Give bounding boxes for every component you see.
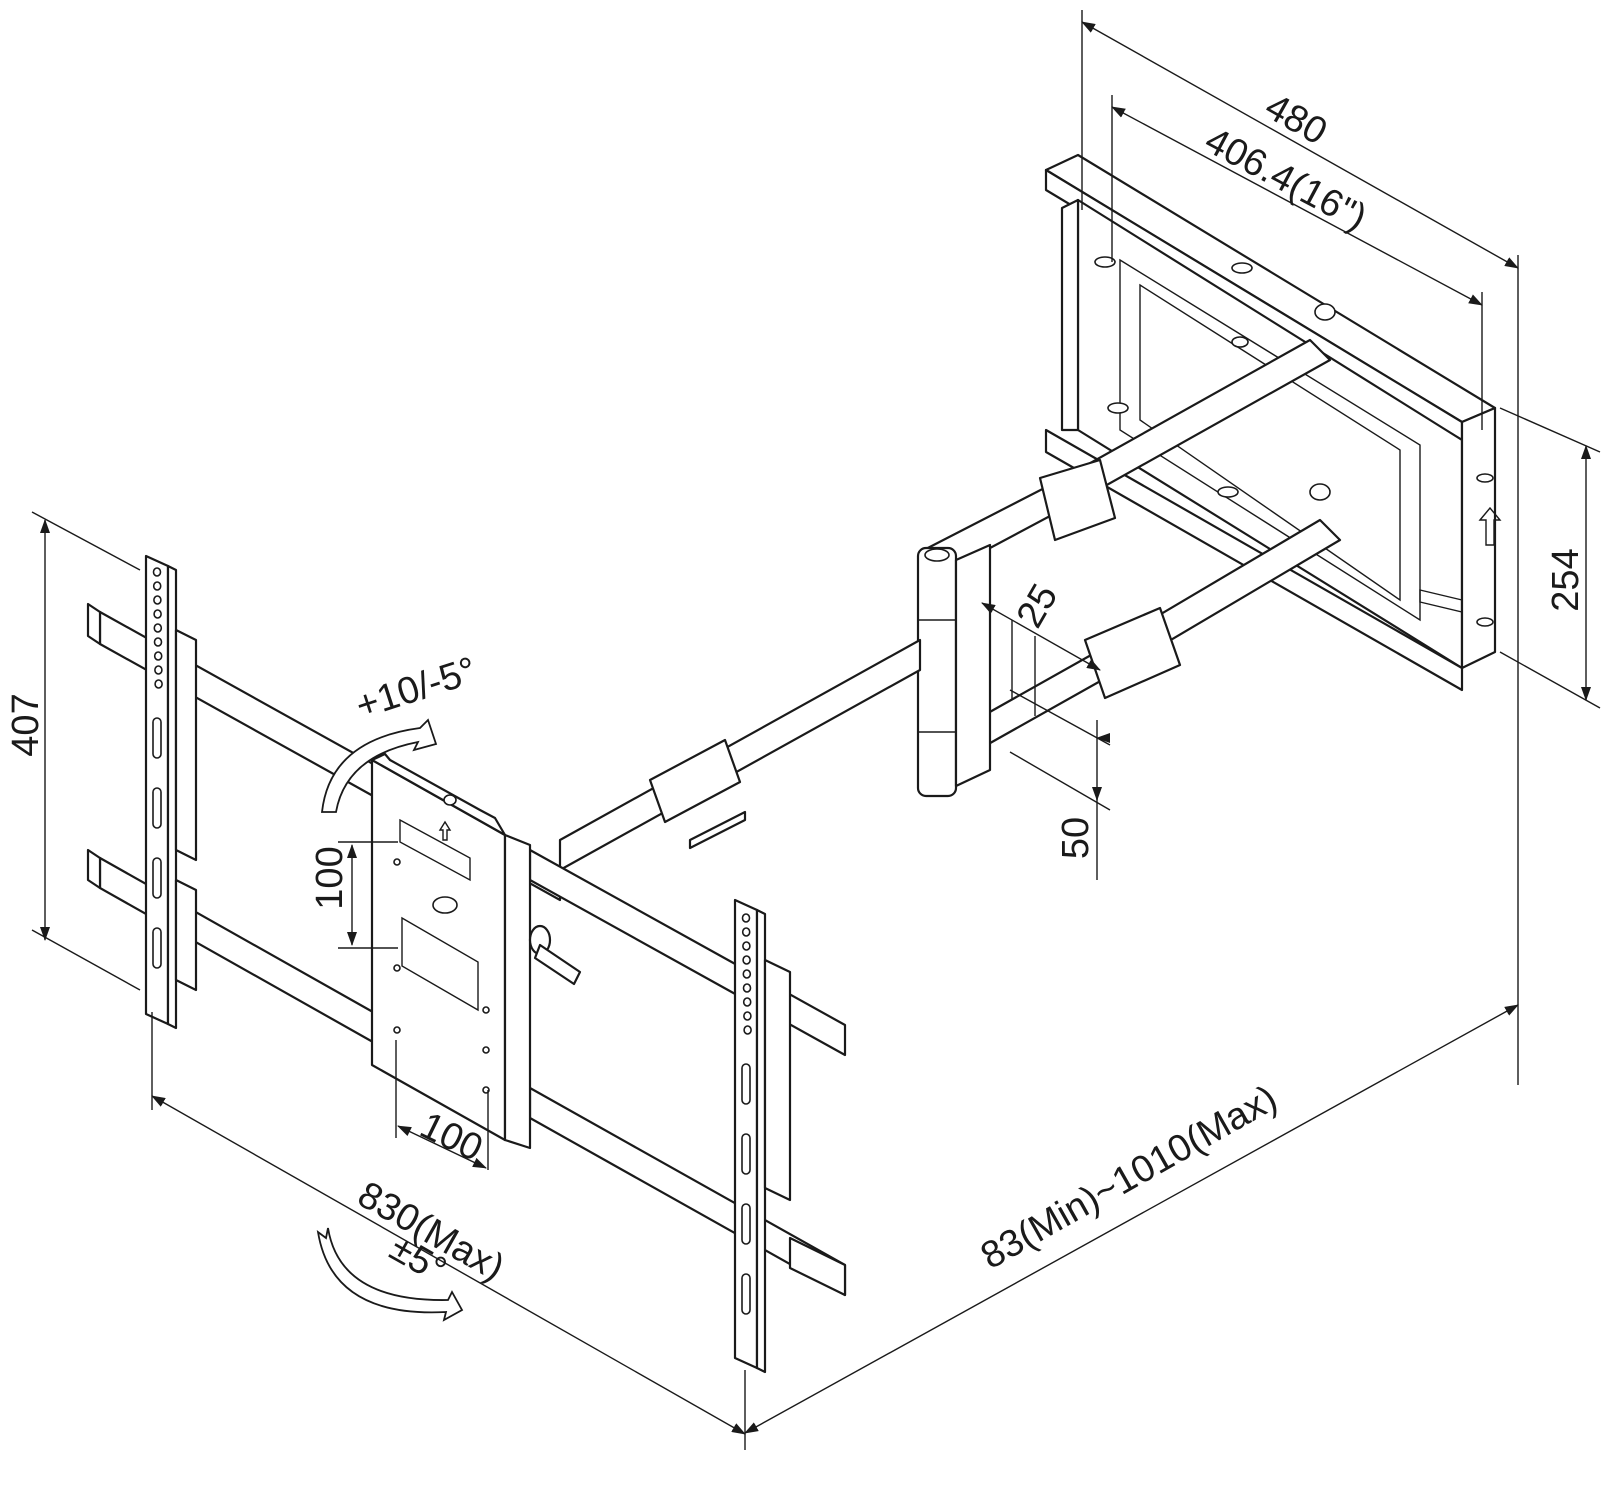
wall-plate xyxy=(1044,153,1502,692)
dimension-406-4 xyxy=(1111,95,1483,430)
rail-hole xyxy=(742,969,752,979)
dimension-50 xyxy=(1009,689,1110,880)
right-vertical-rail xyxy=(733,898,792,1374)
rail-hole xyxy=(742,955,751,965)
elbow-joint xyxy=(916,543,992,798)
label-480: 480 xyxy=(1258,86,1334,154)
rail-hole xyxy=(153,595,162,605)
upper-arm xyxy=(918,338,1332,574)
rail-hole xyxy=(153,651,163,661)
dimension-extension xyxy=(744,420,1519,1434)
rail-hole xyxy=(154,665,163,675)
rail-hole xyxy=(152,567,162,577)
rail-hole xyxy=(743,1025,752,1035)
label-25: 25 xyxy=(1009,577,1067,635)
rail-hole xyxy=(154,679,163,689)
rail-hole xyxy=(742,941,751,951)
dimension-254 xyxy=(1499,407,1601,709)
rail-slot xyxy=(741,1273,751,1315)
dimension-25 xyxy=(981,602,1101,716)
rail-hole xyxy=(152,581,162,591)
rail-slot xyxy=(741,1133,751,1175)
rail-hole xyxy=(741,913,751,923)
rail-slot xyxy=(152,927,162,969)
rail-slot xyxy=(152,787,162,829)
main-arm xyxy=(558,638,922,872)
label-50: 50 xyxy=(1055,817,1097,859)
rail-hole xyxy=(742,983,752,993)
rail-slot xyxy=(741,1203,751,1245)
label-407: 407 xyxy=(5,693,47,756)
dimension-100-vertical xyxy=(338,841,398,949)
rail-hole xyxy=(742,997,752,1007)
rail-hole xyxy=(153,609,162,619)
swivel-arrow-icon xyxy=(316,1227,464,1322)
rail-slot xyxy=(152,857,162,899)
rail-hole xyxy=(153,637,163,647)
rail-slot xyxy=(152,717,162,759)
label-100-vertical: 100 xyxy=(309,846,351,909)
tilt-knob xyxy=(528,924,582,986)
rail-hole xyxy=(741,927,751,937)
rail-hole xyxy=(153,623,163,633)
label-extension: 83(Min)~1010(Max) xyxy=(974,1077,1284,1277)
lower-arm xyxy=(938,518,1342,762)
left-vertical-rail xyxy=(144,554,198,1030)
tilt-arrow-icon xyxy=(320,718,438,813)
label-tilt: +10/-5° xyxy=(351,649,482,727)
rail-slot xyxy=(741,1063,751,1105)
dimension-407 xyxy=(31,511,141,991)
rail-hole xyxy=(743,1011,752,1021)
label-254: 254 xyxy=(1545,548,1587,611)
